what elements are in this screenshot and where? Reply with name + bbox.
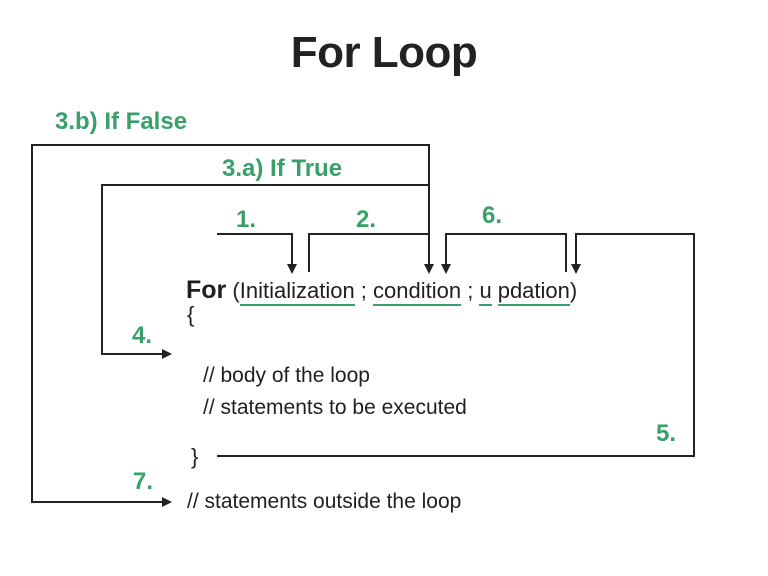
separator-2: ;: [461, 278, 480, 303]
for-keyword: For: [186, 276, 227, 304]
diagram-title: For Loop: [290, 28, 478, 77]
step-1-label: 1.: [236, 206, 257, 233]
step-6-label: 6.: [482, 202, 503, 229]
false-branch-line: [31, 144, 430, 507]
step2-line: [308, 233, 434, 274]
step6-line: [441, 233, 567, 274]
open-paren: (: [226, 278, 240, 303]
updation-part: pdation: [497, 278, 570, 306]
true-branch-line: [101, 184, 429, 359]
step-5-label: 5.: [656, 420, 677, 447]
open-brace: {: [187, 302, 195, 327]
step-2-label: 2.: [356, 206, 377, 233]
step-7-label: 7.: [133, 468, 154, 495]
condition-part: condition: [373, 278, 462, 306]
updation-first-letter: u: [479, 278, 492, 306]
separator-1: ;: [354, 278, 374, 303]
step5-line: [217, 233, 695, 457]
close-paren: ): [569, 278, 578, 303]
body-comment-2: // statements to be executed: [203, 396, 467, 419]
close-brace: }: [191, 444, 199, 469]
step1-line: [217, 233, 297, 274]
initialization-part: Initialization: [239, 278, 355, 306]
step-4-label: 4.: [132, 322, 153, 349]
outside-comment: // statements outside the loop: [187, 490, 462, 513]
step-3a-label: 3.a) If True: [222, 155, 343, 182]
body-comment-1: // body of the loop: [203, 364, 370, 387]
step-3b-label: 3.b) If False: [55, 108, 188, 135]
